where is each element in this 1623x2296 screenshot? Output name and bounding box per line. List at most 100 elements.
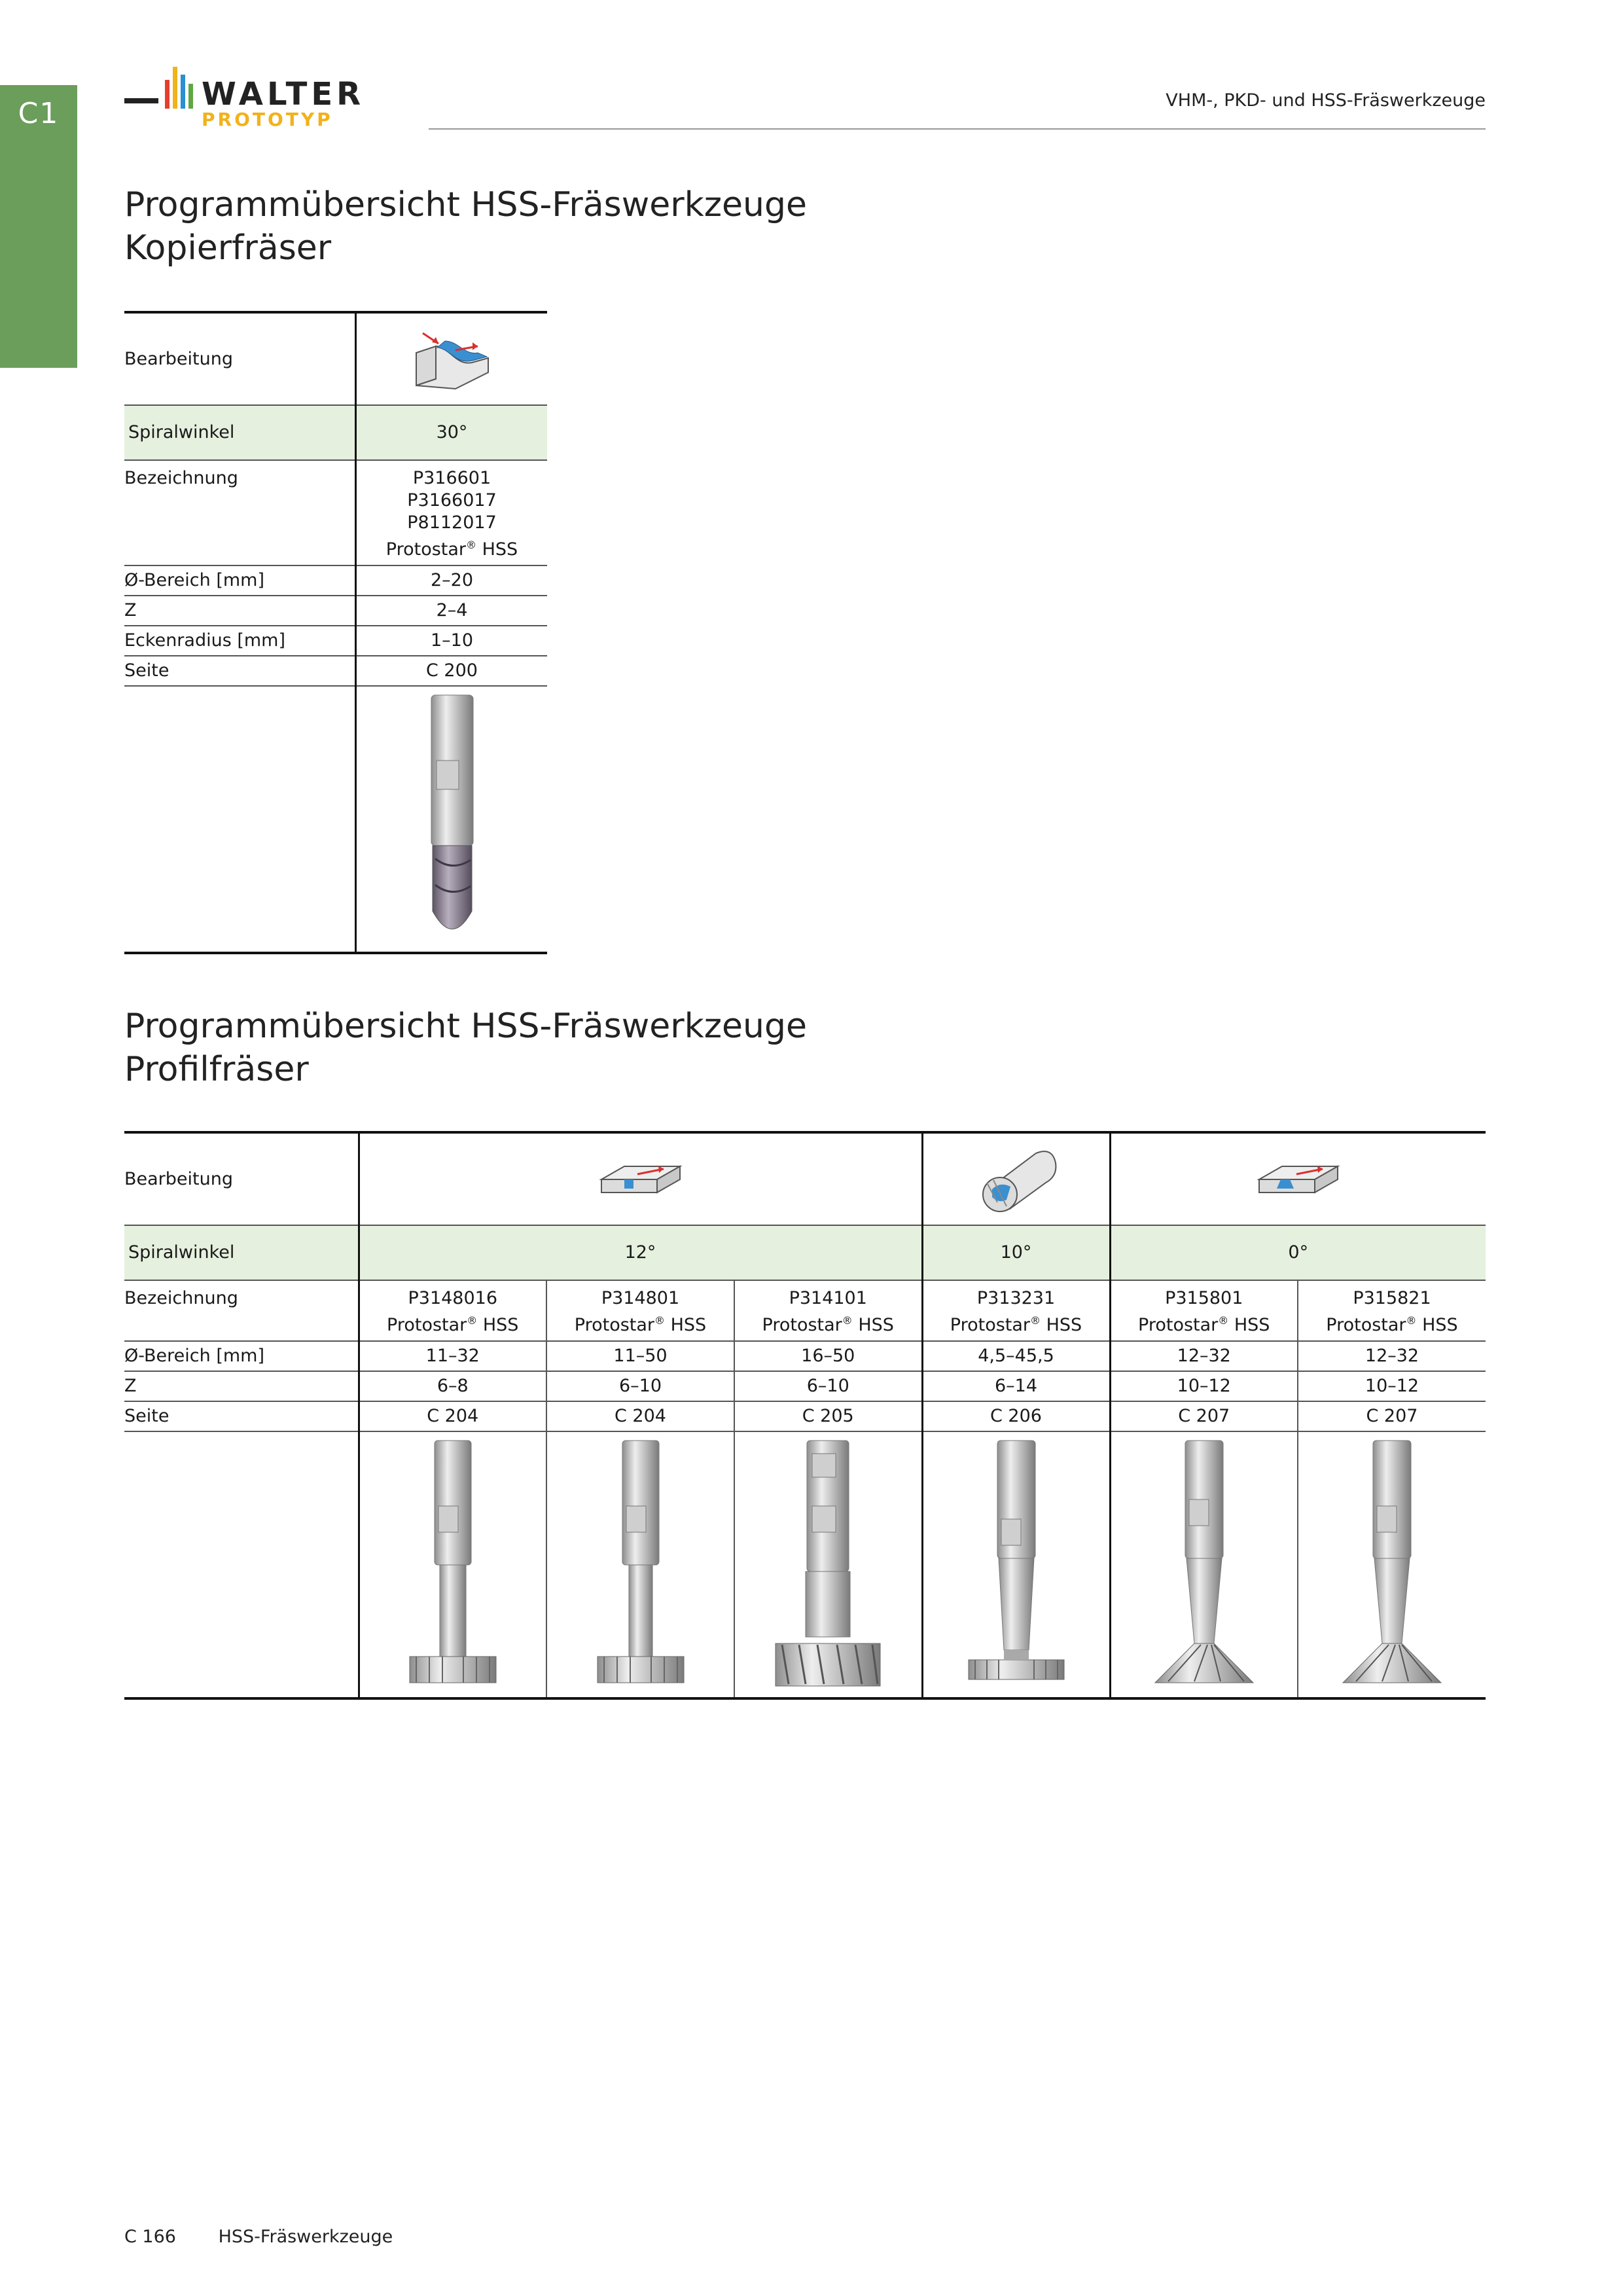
row-bezeichnung: Bezeichnung P316601 P3166017 P8112017 Pr… xyxy=(124,460,547,566)
durchmesser-col1: 11–32 xyxy=(357,1341,546,1372)
round-profile-milling-icon xyxy=(982,1150,1056,1212)
durchmesser-col2: 11–50 xyxy=(546,1341,734,1372)
z-col3: 6–10 xyxy=(734,1371,922,1402)
row-z-2: Z 6–8 6–10 6–10 6–14 10–12 10–12 xyxy=(124,1371,1486,1402)
value-seite: C 200 xyxy=(355,656,547,687)
label-spiralwinkel: Spiralwinkel xyxy=(124,405,356,461)
seite-col3: C 205 xyxy=(734,1401,922,1432)
walter-logo: WALTER PROTOTYP xyxy=(124,60,406,132)
section1-title: Programmübersicht HSS-Fräswerkzeuge Kopi… xyxy=(124,183,807,270)
row-z: Z 2–4 xyxy=(124,596,547,626)
row-durchmesser-2: Ø-Bereich [mm] 11–32 11–50 16–50 4,5–45,… xyxy=(124,1341,1486,1372)
row-seite-2: Seite C 204 C 204 C 205 C 206 C 207 C 20… xyxy=(124,1401,1486,1432)
label-durchmesser-2: Ø-Bereich [mm] xyxy=(124,1341,359,1372)
t-slot-cutter-image-3 xyxy=(734,1431,922,1700)
row-images-2 xyxy=(124,1431,1486,1700)
row-seite: Seite C 200 xyxy=(124,656,547,687)
durchmesser-col6: 12–32 xyxy=(1297,1341,1486,1372)
value-bezeichnung: P316601 P3166017 P8112017 Protostar® HSS xyxy=(355,460,547,566)
header-title: VHM-, PKD- und HSS-Fräswerkzeuge xyxy=(1166,90,1486,111)
seite-col5: C 207 xyxy=(1109,1401,1298,1432)
value-spiralwinkel: 30° xyxy=(355,405,547,461)
dovetail-cutter-icon xyxy=(1154,1440,1254,1683)
row-image xyxy=(124,686,547,954)
label-bearbeitung-2: Bearbeitung xyxy=(124,1131,359,1226)
value-z: 2–4 xyxy=(355,596,547,626)
label-z: Z xyxy=(124,596,356,626)
section2-title-line2: Profilfräser xyxy=(124,1050,309,1089)
z-col5: 10–12 xyxy=(1109,1371,1298,1402)
copy-milling-icon xyxy=(415,332,489,389)
label-bearbeitung: Bearbeitung xyxy=(124,311,356,406)
t-slot-cutter-image-1 xyxy=(357,1431,546,1700)
bearbeitung-icon-cell xyxy=(355,311,547,406)
brand-line: Protostar® HSS xyxy=(385,539,518,560)
profile-cutter-image-4 xyxy=(921,1431,1110,1700)
row-bearbeitung: Bearbeitung xyxy=(124,311,547,406)
durchmesser-col4: 4,5–45,5 xyxy=(921,1341,1110,1372)
seite-col4: C 206 xyxy=(921,1401,1110,1432)
spiralwinkel-group1: 12° xyxy=(357,1225,922,1281)
code-3: P8112017 xyxy=(407,512,497,533)
row-bearbeitung-2: Bearbeitung xyxy=(124,1131,1486,1226)
label-bezeichnung: Bezeichnung xyxy=(124,460,356,566)
dovetail-cutter-image-5 xyxy=(1109,1431,1298,1700)
z-col6: 10–12 xyxy=(1297,1371,1486,1402)
ball-nose-cutter-image xyxy=(355,686,547,954)
bearbeitung-icon-group2 xyxy=(921,1131,1110,1226)
spiralwinkel-group2: 10° xyxy=(921,1225,1110,1281)
label-seite-2: Seite xyxy=(124,1401,359,1432)
dovetail-milling-icon xyxy=(1256,1164,1340,1194)
woodruff-cutter-icon xyxy=(968,1440,1064,1680)
t-slot-cutter-icon xyxy=(597,1440,684,1683)
dovetail-cutter-icon xyxy=(1342,1440,1442,1683)
row-durchmesser: Ø-Bereich [mm] 2–20 xyxy=(124,565,547,596)
section1-title-line2: Kopierfräser xyxy=(124,228,332,268)
value-eckenradius: 1–10 xyxy=(355,626,547,656)
label-bezeichnung-2: Bezeichnung xyxy=(124,1280,359,1342)
kopierfraeser-table: Bearbeitung Spiralwinkel 30° Bezeichnung… xyxy=(124,311,547,954)
bearbeitung-icon-group3 xyxy=(1109,1131,1486,1226)
seite-col6: C 207 xyxy=(1297,1401,1486,1432)
z-col4: 6–14 xyxy=(921,1371,1110,1402)
section2-title-line1: Programmübersicht HSS-Fräswerkzeuge xyxy=(124,1007,807,1046)
label-spiralwinkel-2: Spiralwinkel xyxy=(124,1225,359,1281)
durchmesser-col3: 16–50 xyxy=(734,1341,922,1372)
svg-text:WALTER: WALTER xyxy=(202,76,365,113)
code-2: P3166017 xyxy=(407,490,497,511)
chapter-tab-label: C1 xyxy=(18,97,60,130)
section2-title: Programmübersicht HSS-Fräswerkzeuge Prof… xyxy=(124,1005,807,1091)
t-slot-cutter-large-icon xyxy=(775,1440,881,1687)
walter-logo-mark: WALTER PROTOTYP xyxy=(124,67,365,130)
row-eckenradius: Eckenradius [mm] 1–10 xyxy=(124,626,547,656)
seite-col1: C 204 xyxy=(357,1401,546,1432)
header-rule xyxy=(429,128,1486,130)
footer: C 166 HSS-Fräswerkzeuge xyxy=(124,2227,393,2247)
t-slot-cutter-icon xyxy=(409,1440,497,1683)
code-1: P316601 xyxy=(412,468,491,488)
profilfraeser-table: Bearbeitung xyxy=(124,1131,1486,1700)
label-seite: Seite xyxy=(124,656,356,687)
value-durchmesser: 2–20 xyxy=(355,565,547,596)
t-slot-milling-icon xyxy=(598,1164,683,1194)
label-eckenradius: Eckenradius [mm] xyxy=(124,626,356,656)
footer-title: HSS-Fräswerkzeuge xyxy=(218,2227,393,2247)
durchmesser-col5: 12–32 xyxy=(1109,1341,1298,1372)
label-z-2: Z xyxy=(124,1371,359,1402)
z-col2: 6–10 xyxy=(546,1371,734,1402)
spiralwinkel-group3: 0° xyxy=(1109,1225,1486,1281)
seite-col2: C 204 xyxy=(546,1401,734,1432)
section1-title-line1: Programmübersicht HSS-Fräswerkzeuge xyxy=(124,185,807,224)
ball-nose-cutter-icon xyxy=(431,694,473,929)
bearbeitung-icon-group1 xyxy=(357,1131,922,1226)
dovetail-cutter-image-6 xyxy=(1297,1431,1486,1700)
z-col1: 6–8 xyxy=(357,1371,546,1402)
label-durchmesser: Ø-Bereich [mm] xyxy=(124,565,356,596)
row-spiralwinkel: Spiralwinkel 30° xyxy=(124,405,547,461)
